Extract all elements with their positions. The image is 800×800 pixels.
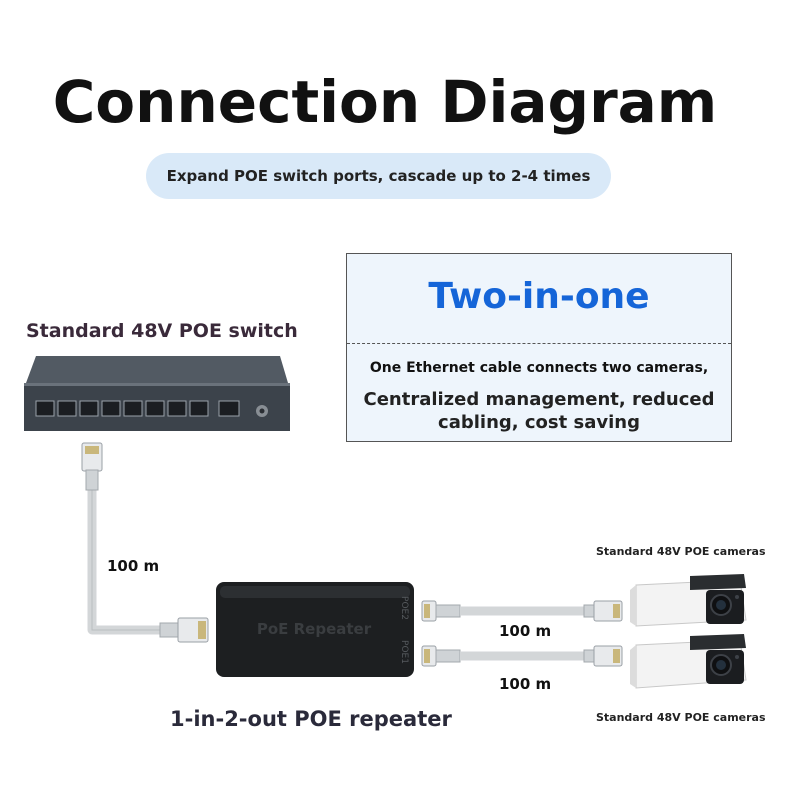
repeater-label: 1-in-2-out POE repeater [170,707,452,731]
bullet-camera-2 [630,634,747,689]
distance-switch-to-repeater: 100 m [107,557,160,575]
port-label-1: POE1 [399,640,409,664]
camera-label-top: Standard 48V POE cameras [596,545,766,558]
subtitle-pill: Expand POE switch ports, cascade up to 2… [146,153,611,199]
distance-repeater-to-camera-2: 100 m [499,675,552,693]
feature-title: Two-in-one [428,276,650,317]
repeater-device-text: PoE Repeater [257,620,372,638]
feature-line-2: Centralized management, reduced cabling,… [363,389,715,433]
switch-label: Standard 48V POE switch [26,320,298,342]
distance-repeater-to-camera-1: 100 m [499,622,552,640]
poe-repeater: PoE Repeater POE2 POE1 [216,582,414,677]
diagram-title: Connection Diagram [52,68,718,136]
camera-label-bottom: Standard 48V POE cameras [596,711,766,724]
rj45-plug-repeater-in [159,617,209,643]
feature-line-1: One Ethernet cable connects two cameras, [369,360,709,376]
poe-switch [24,356,290,431]
switch-ports [35,400,240,417]
port-label-2: POE2 [399,596,409,620]
feature-divider [347,343,731,344]
bullet-camera-1 [630,574,747,627]
feature-box: Two-in-one One Ethernet cable connects t… [346,253,732,442]
rj45-plug-switch [81,442,103,491]
cable-repeater-to-camera-1 [421,600,623,622]
cable-repeater-to-camera-2 [421,645,623,667]
